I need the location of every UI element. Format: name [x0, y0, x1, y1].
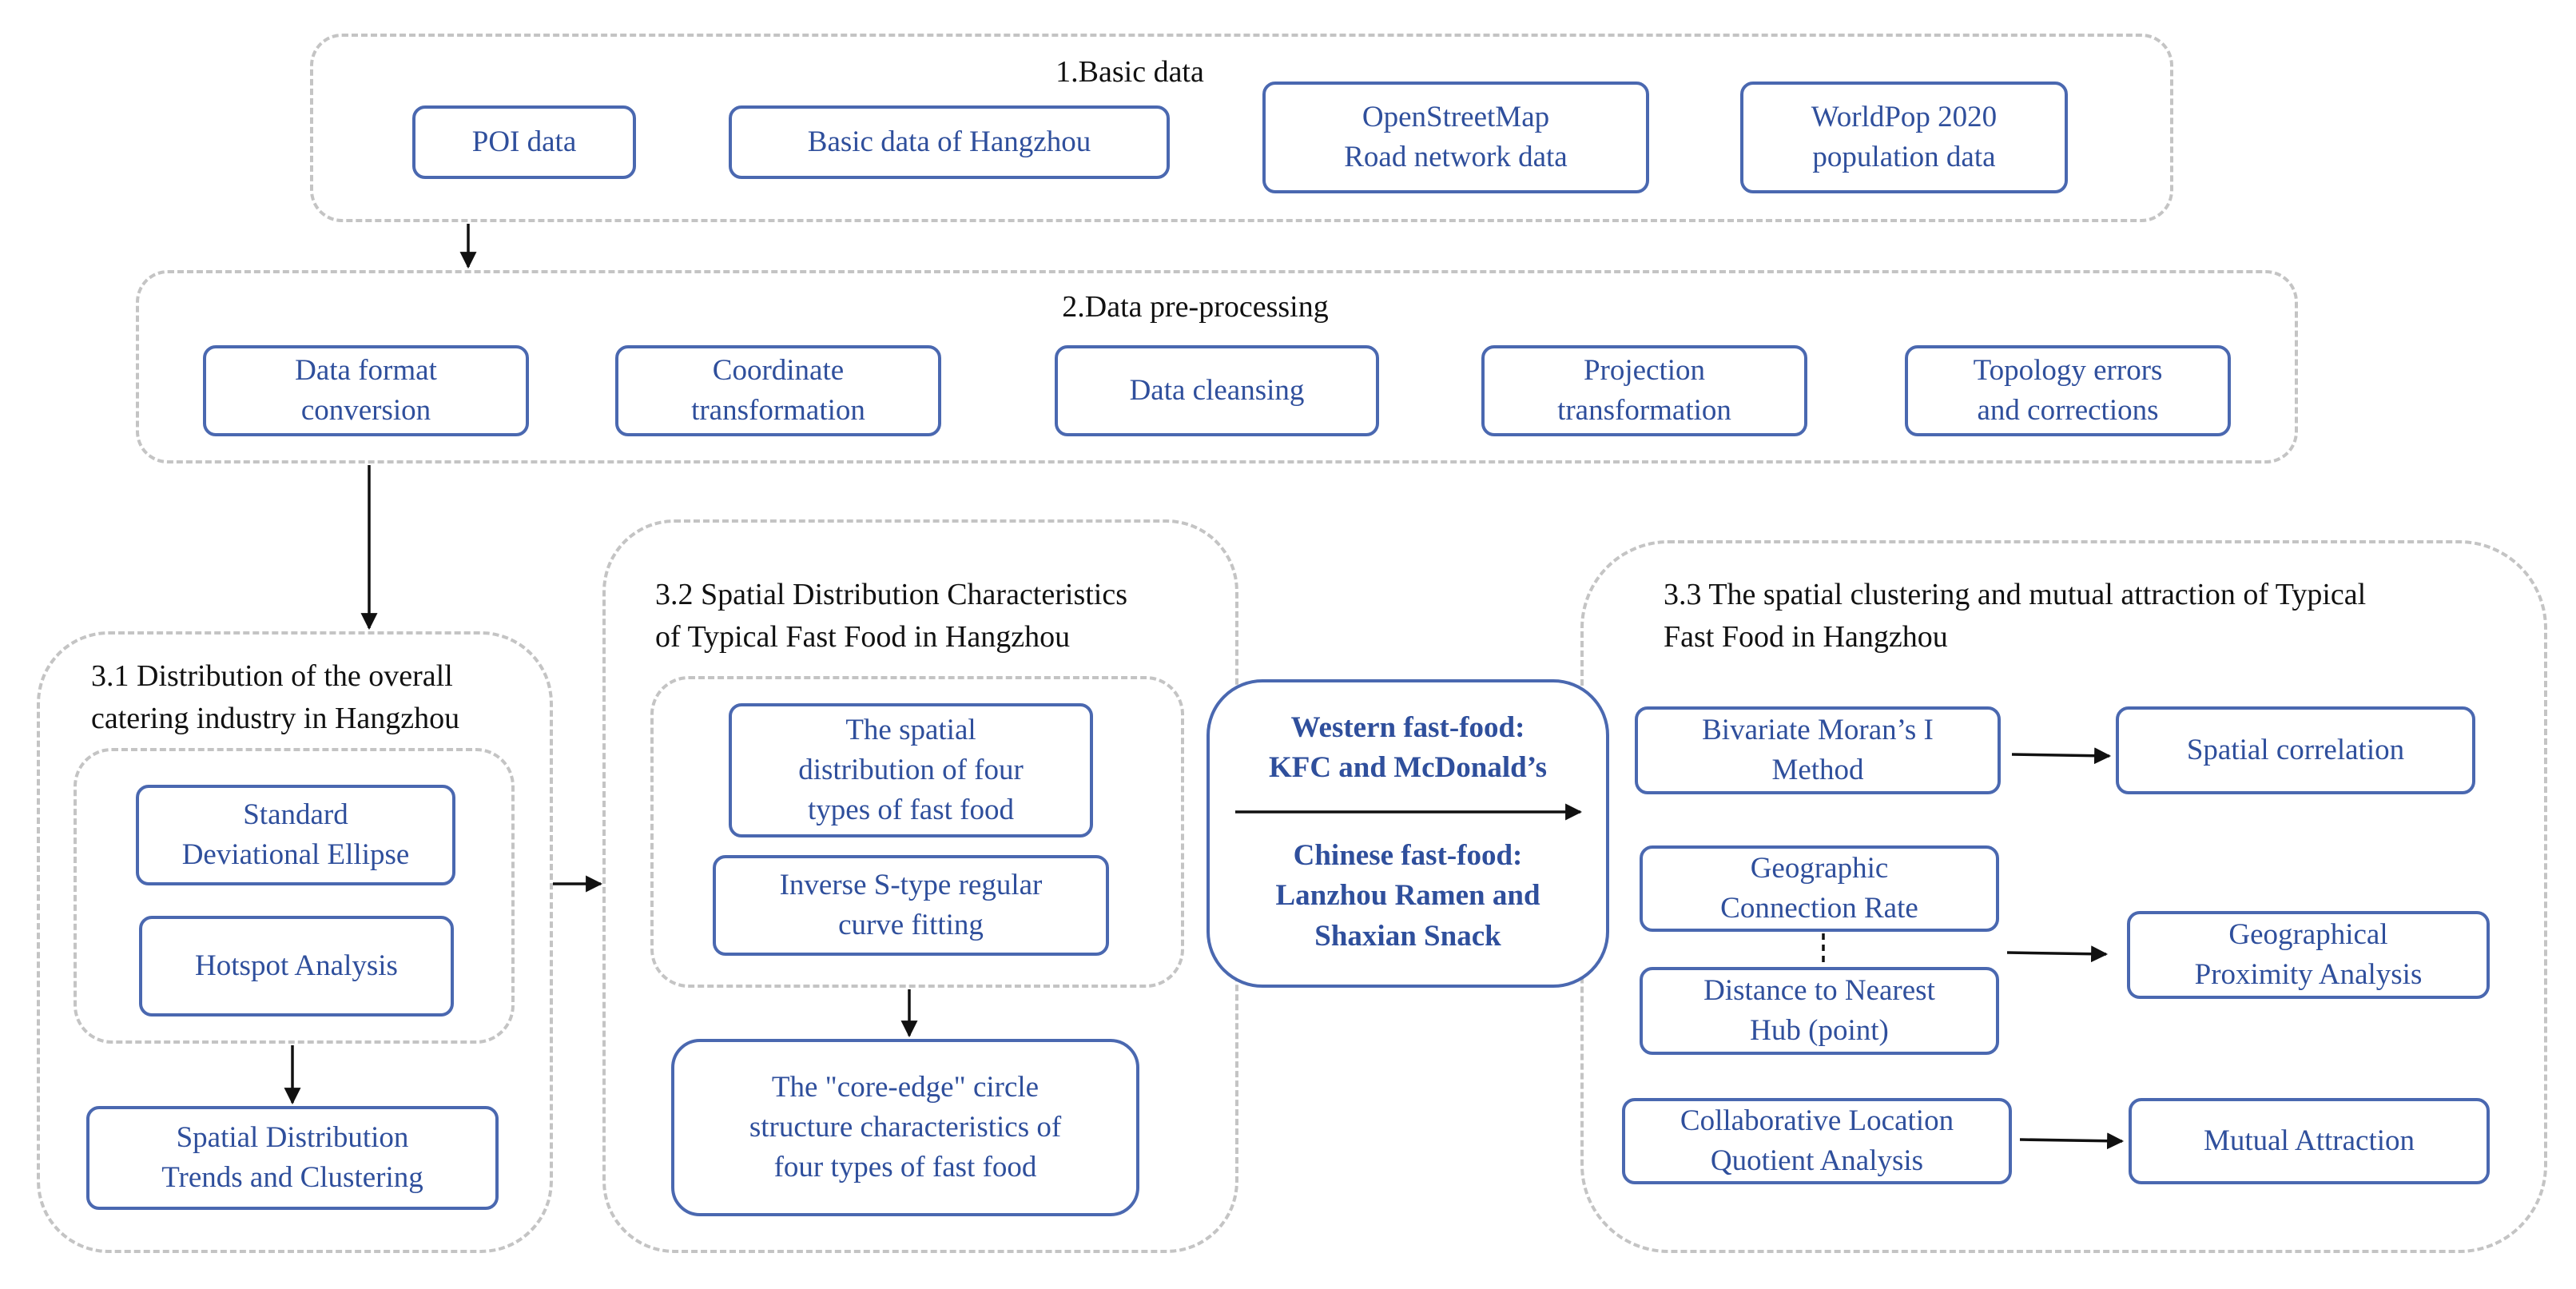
arrow-connection-to-proximity: [2006, 945, 2109, 963]
section-3-1-title: 3.1 Distribution of the overall catering…: [91, 659, 460, 736]
chinese-fast-food-label: Chinese fast-food: Lanzhou Ramen and Sha…: [1275, 839, 1540, 953]
western-fast-food-label: Western fast-food: KFC and McDonald’s: [1268, 711, 1548, 785]
fast-food-categories-box: Western fast-food: KFC and McDonald’s Ch…: [1207, 679, 1609, 988]
section-3-3-title: 3.3 The spatial clustering and mutual at…: [1664, 578, 2367, 654]
section-3-2-title: 3.2 Spatial Distribution Characteristics…: [655, 578, 1128, 654]
spatial-correlation-box: Spatial correlation: [2116, 706, 2475, 794]
basic-data-hangzhou-box: Basic data of Hangzhou: [729, 105, 1170, 179]
group-basic-data: [310, 34, 2173, 222]
projection-transformation-box: Projection transformation: [1481, 345, 1807, 436]
geographic-connection-rate-box: Geographic Connection Rate: [1640, 845, 1999, 932]
coordinate-transformation-box: Coordinate transformation: [615, 345, 941, 436]
group-data-preprocessing: [136, 270, 2298, 463]
data-cleansing-box: Data cleansing: [1055, 345, 1379, 436]
distance-to-nearest-hub-box: Distance to Nearest Hub (point): [1640, 967, 1999, 1055]
spatial-distribution-trends-box: Spatial Distribution Trends and Clusteri…: [86, 1106, 499, 1210]
spatial-distribution-four-types-box: The spatial distribution of four types o…: [729, 703, 1093, 837]
core-edge-structure-box: The "core-edge" circle structure charact…: [671, 1039, 1139, 1216]
geographical-proximity-analysis-box: Geographical Proximity Analysis: [2127, 911, 2490, 999]
data-format-conversion-box: Data format conversion: [203, 345, 529, 436]
topology-errors-box: Topology errors and corrections: [1905, 345, 2231, 436]
arrow-clq-to-mutual: [2019, 1132, 2125, 1150]
hotspot-analysis-box: Hotspot Analysis: [139, 916, 454, 1016]
worldpop-box: WorldPop 2020 population data: [1740, 82, 2068, 193]
mutual-attraction-box: Mutual Attraction: [2129, 1098, 2490, 1184]
arrow-moran-to-correlation: [2011, 747, 2112, 765]
bivariate-morans-i-box: Bivariate Moran’s I Method: [1635, 706, 2001, 794]
openstreetmap-box: OpenStreetMap Road network data: [1262, 82, 1649, 193]
poi-data-box: POI data: [412, 105, 636, 179]
group-3-2-inner: [650, 676, 1184, 988]
standard-deviational-ellipse-box: Standard Deviational Ellipse: [136, 785, 455, 885]
data-preprocessing-title: 2.Data pre-processing: [1062, 290, 1329, 324]
group-3-1-inner: [74, 748, 515, 1044]
inverse-s-curve-box: Inverse S-type regular curve fitting: [713, 855, 1109, 956]
basic-data-title: 1.Basic data: [1055, 55, 1204, 89]
collaborative-location-quotient-box: Collaborative Location Quotient Analysis: [1622, 1098, 2012, 1184]
group-section-3-1: [37, 631, 553, 1253]
